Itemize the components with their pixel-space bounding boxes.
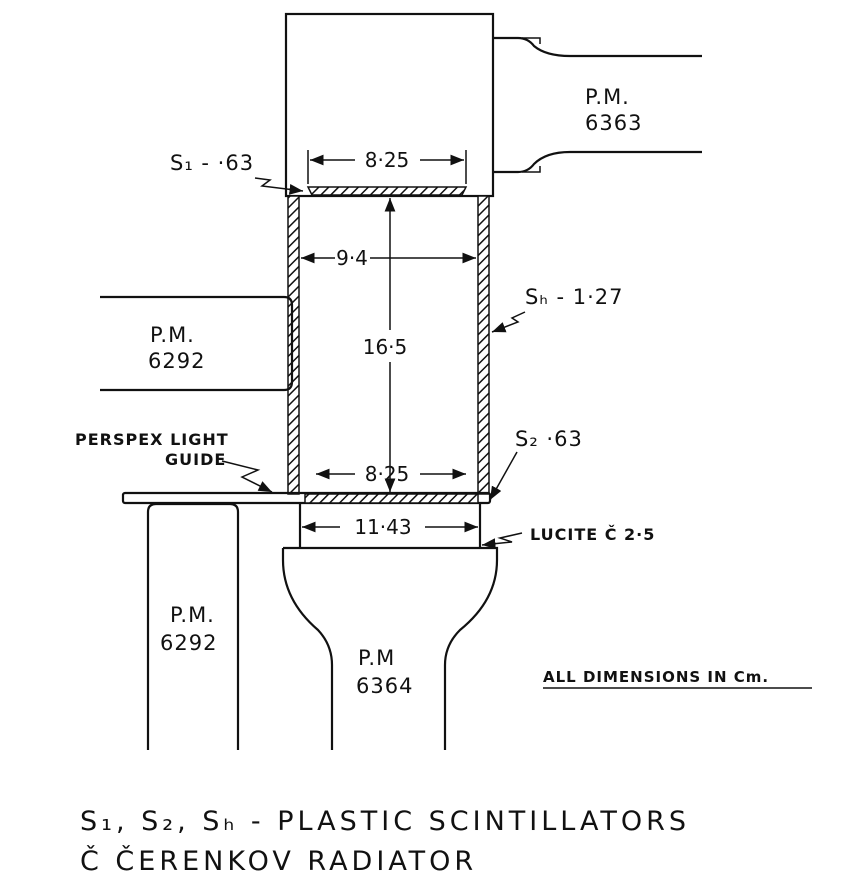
pm-bottom-label: P.M — [358, 646, 395, 670]
dim-inner-width: 9·4 — [336, 246, 368, 270]
legend-cerenkov: Č ČERENKOV RADIATOR — [80, 845, 477, 877]
pm-lower-left-model: 6292 — [160, 631, 217, 655]
pm-left-label: P.M. — [150, 323, 195, 347]
pm-6292-lower: P.M. 6292 — [146, 502, 240, 750]
label-perspex-1: PERSPEX LIGHT — [75, 430, 229, 449]
pm-6363: P.M. 6363 — [493, 36, 702, 174]
label-sh: Sₕ - 1·27 — [525, 285, 624, 309]
label-lucite: LUCITE Č 2·5 — [530, 525, 655, 544]
pm-top-model: 6363 — [585, 111, 642, 135]
dim-lucite-width: 11·43 — [354, 515, 411, 539]
pm-6364: P.M 6364 — [281, 546, 499, 750]
pm-lower-left-label: P.M. — [170, 603, 215, 627]
dim-s1-width: 8·25 — [365, 148, 410, 172]
sh-wall-right — [477, 195, 490, 495]
dim-s2-width: 8·25 — [365, 462, 410, 486]
pm-6292-side: P.M. 6292 — [100, 295, 294, 392]
pm-top-label: P.M. — [585, 85, 630, 109]
legend-scintillators: S₁, S₂, Sₕ - PLASTIC SCINTILLATORS — [80, 806, 690, 837]
top-housing — [284, 12, 495, 198]
label-perspex-2: GUIDE — [165, 450, 226, 469]
lucite-radiator — [298, 503, 482, 548]
sh-wall-left — [287, 195, 300, 495]
s2-scintillator — [304, 493, 479, 504]
dim-height: 16·5 — [363, 335, 408, 359]
s1-scintillator — [306, 186, 468, 196]
units-note: ALL DIMENSIONS IN Cm. — [543, 668, 769, 686]
pm-bottom-model: 6364 — [356, 674, 413, 698]
label-s1: S₁ - ·63 — [170, 151, 254, 175]
pm-left-model: 6292 — [148, 349, 205, 373]
label-s2: S₂ ·63 — [515, 427, 583, 451]
